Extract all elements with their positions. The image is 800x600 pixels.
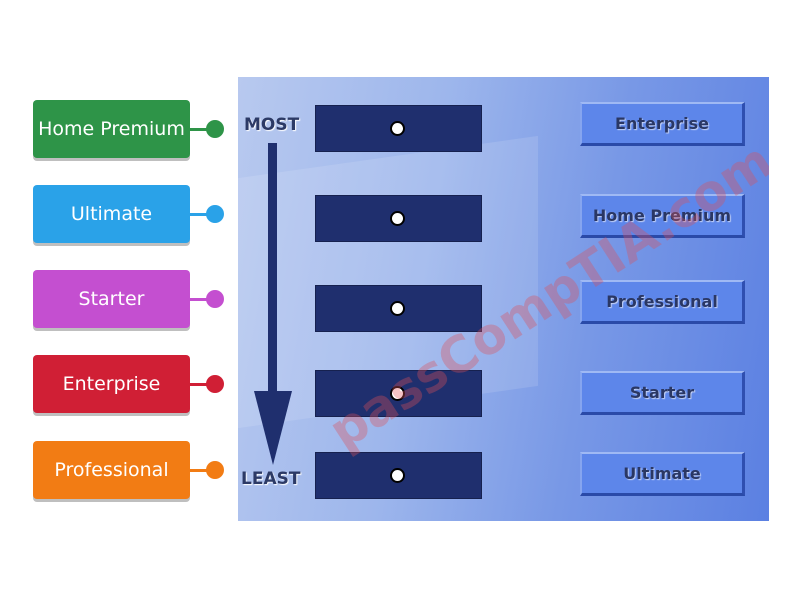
- draggable-tile[interactable]: Ultimate: [33, 185, 190, 243]
- draggable-tile[interactable]: Starter: [33, 270, 190, 328]
- connector-line: [190, 383, 214, 386]
- tile-label: Home Premium: [38, 117, 185, 140]
- option-label: Enterprise: [615, 114, 709, 133]
- draggable-tile[interactable]: Enterprise: [33, 355, 190, 413]
- option-label: Ultimate: [623, 464, 701, 483]
- edition-option-box: Home Premium: [580, 194, 745, 238]
- drop-target-point[interactable]: [390, 211, 405, 226]
- drop-target-slot[interactable]: [315, 452, 482, 499]
- drop-pin-dot[interactable]: [206, 461, 224, 479]
- draggable-tile[interactable]: Home Premium: [33, 100, 190, 158]
- tile-label: Ultimate: [70, 202, 153, 225]
- drop-target-slot[interactable]: [315, 105, 482, 152]
- drop-pin-dot[interactable]: [206, 290, 224, 308]
- connector-line: [190, 298, 214, 301]
- connector-line: [190, 128, 214, 131]
- most-label: MOST: [244, 115, 300, 135]
- option-label: Home Premium: [592, 206, 732, 225]
- drop-target-slot[interactable]: [315, 370, 482, 417]
- connector-line: [190, 469, 214, 472]
- edition-option-box: Ultimate: [580, 452, 745, 496]
- down-arrow-icon: [254, 143, 292, 465]
- drop-target-point[interactable]: [390, 301, 405, 316]
- drop-target-point[interactable]: [390, 386, 405, 401]
- tile-label: Starter: [78, 287, 145, 310]
- drop-target-point[interactable]: [390, 468, 405, 483]
- edition-option-box: Starter: [580, 371, 745, 415]
- tile-label: Professional: [54, 458, 169, 481]
- drop-target-slot[interactable]: [315, 285, 482, 332]
- edition-option-box: Professional: [580, 280, 745, 324]
- drop-pin-dot[interactable]: [206, 120, 224, 138]
- edition-option-box: Enterprise: [580, 102, 745, 146]
- least-label: LEAST: [241, 469, 301, 489]
- drop-target-point[interactable]: [390, 121, 405, 136]
- option-label: Professional: [606, 292, 718, 311]
- drop-target-slot[interactable]: [315, 195, 482, 242]
- draggable-tile[interactable]: Professional: [33, 441, 190, 499]
- option-label: Starter: [629, 383, 695, 402]
- connector-line: [190, 213, 214, 216]
- tile-label: Enterprise: [62, 372, 161, 395]
- drop-pin-dot[interactable]: [206, 205, 224, 223]
- drop-pin-dot[interactable]: [206, 375, 224, 393]
